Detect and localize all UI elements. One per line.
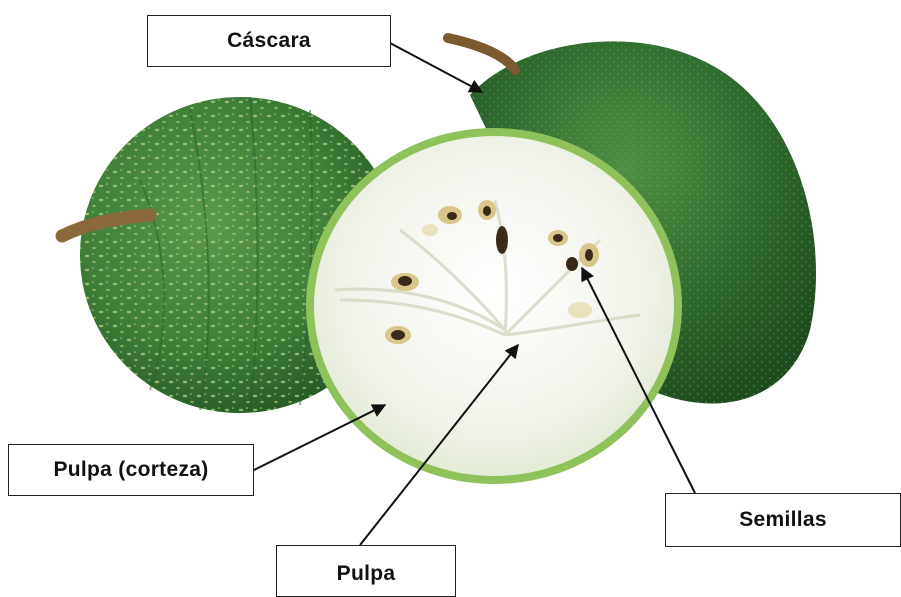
label-pulpa-corteza: Pulpa (corteza) (8, 444, 254, 496)
arrow-pulpa-corteza (254, 405, 385, 470)
stem-right (448, 38, 515, 70)
label-semillas: Semillas (665, 493, 901, 547)
label-pulpa-corteza-text: Pulpa (corteza) (53, 458, 208, 482)
cut-fruit-section (306, 128, 682, 484)
label-semillas-text: Semillas (739, 508, 827, 532)
label-pulpa-text: Pulpa (337, 562, 396, 586)
label-cascara-text: Cáscara (227, 29, 311, 53)
label-pulpa: Pulpa (276, 545, 456, 597)
label-cascara: Cáscara (147, 15, 391, 67)
arrow-cascara (390, 43, 482, 92)
